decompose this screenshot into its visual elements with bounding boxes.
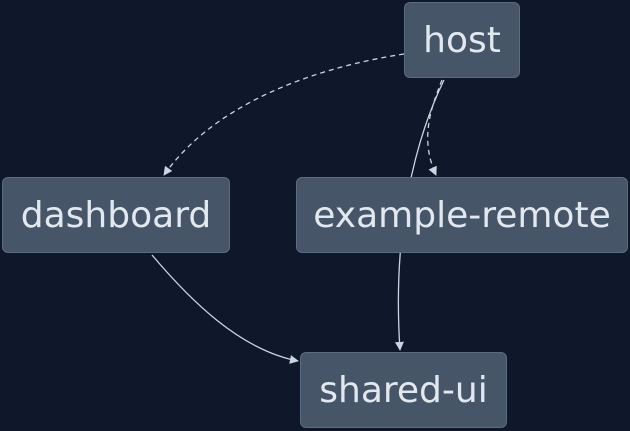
edge-dashboard-to-shared-ui <box>151 254 299 364</box>
edge-host-to-example-remote <box>427 79 443 176</box>
node-host[interactable]: host <box>404 2 520 78</box>
node-shared-ui[interactable]: shared-ui <box>300 352 507 428</box>
node-dashboard[interactable]: dashboard <box>2 177 230 253</box>
edge-host-to-dashboard <box>163 53 405 176</box>
node-example-remote[interactable]: example-remote <box>296 177 628 253</box>
